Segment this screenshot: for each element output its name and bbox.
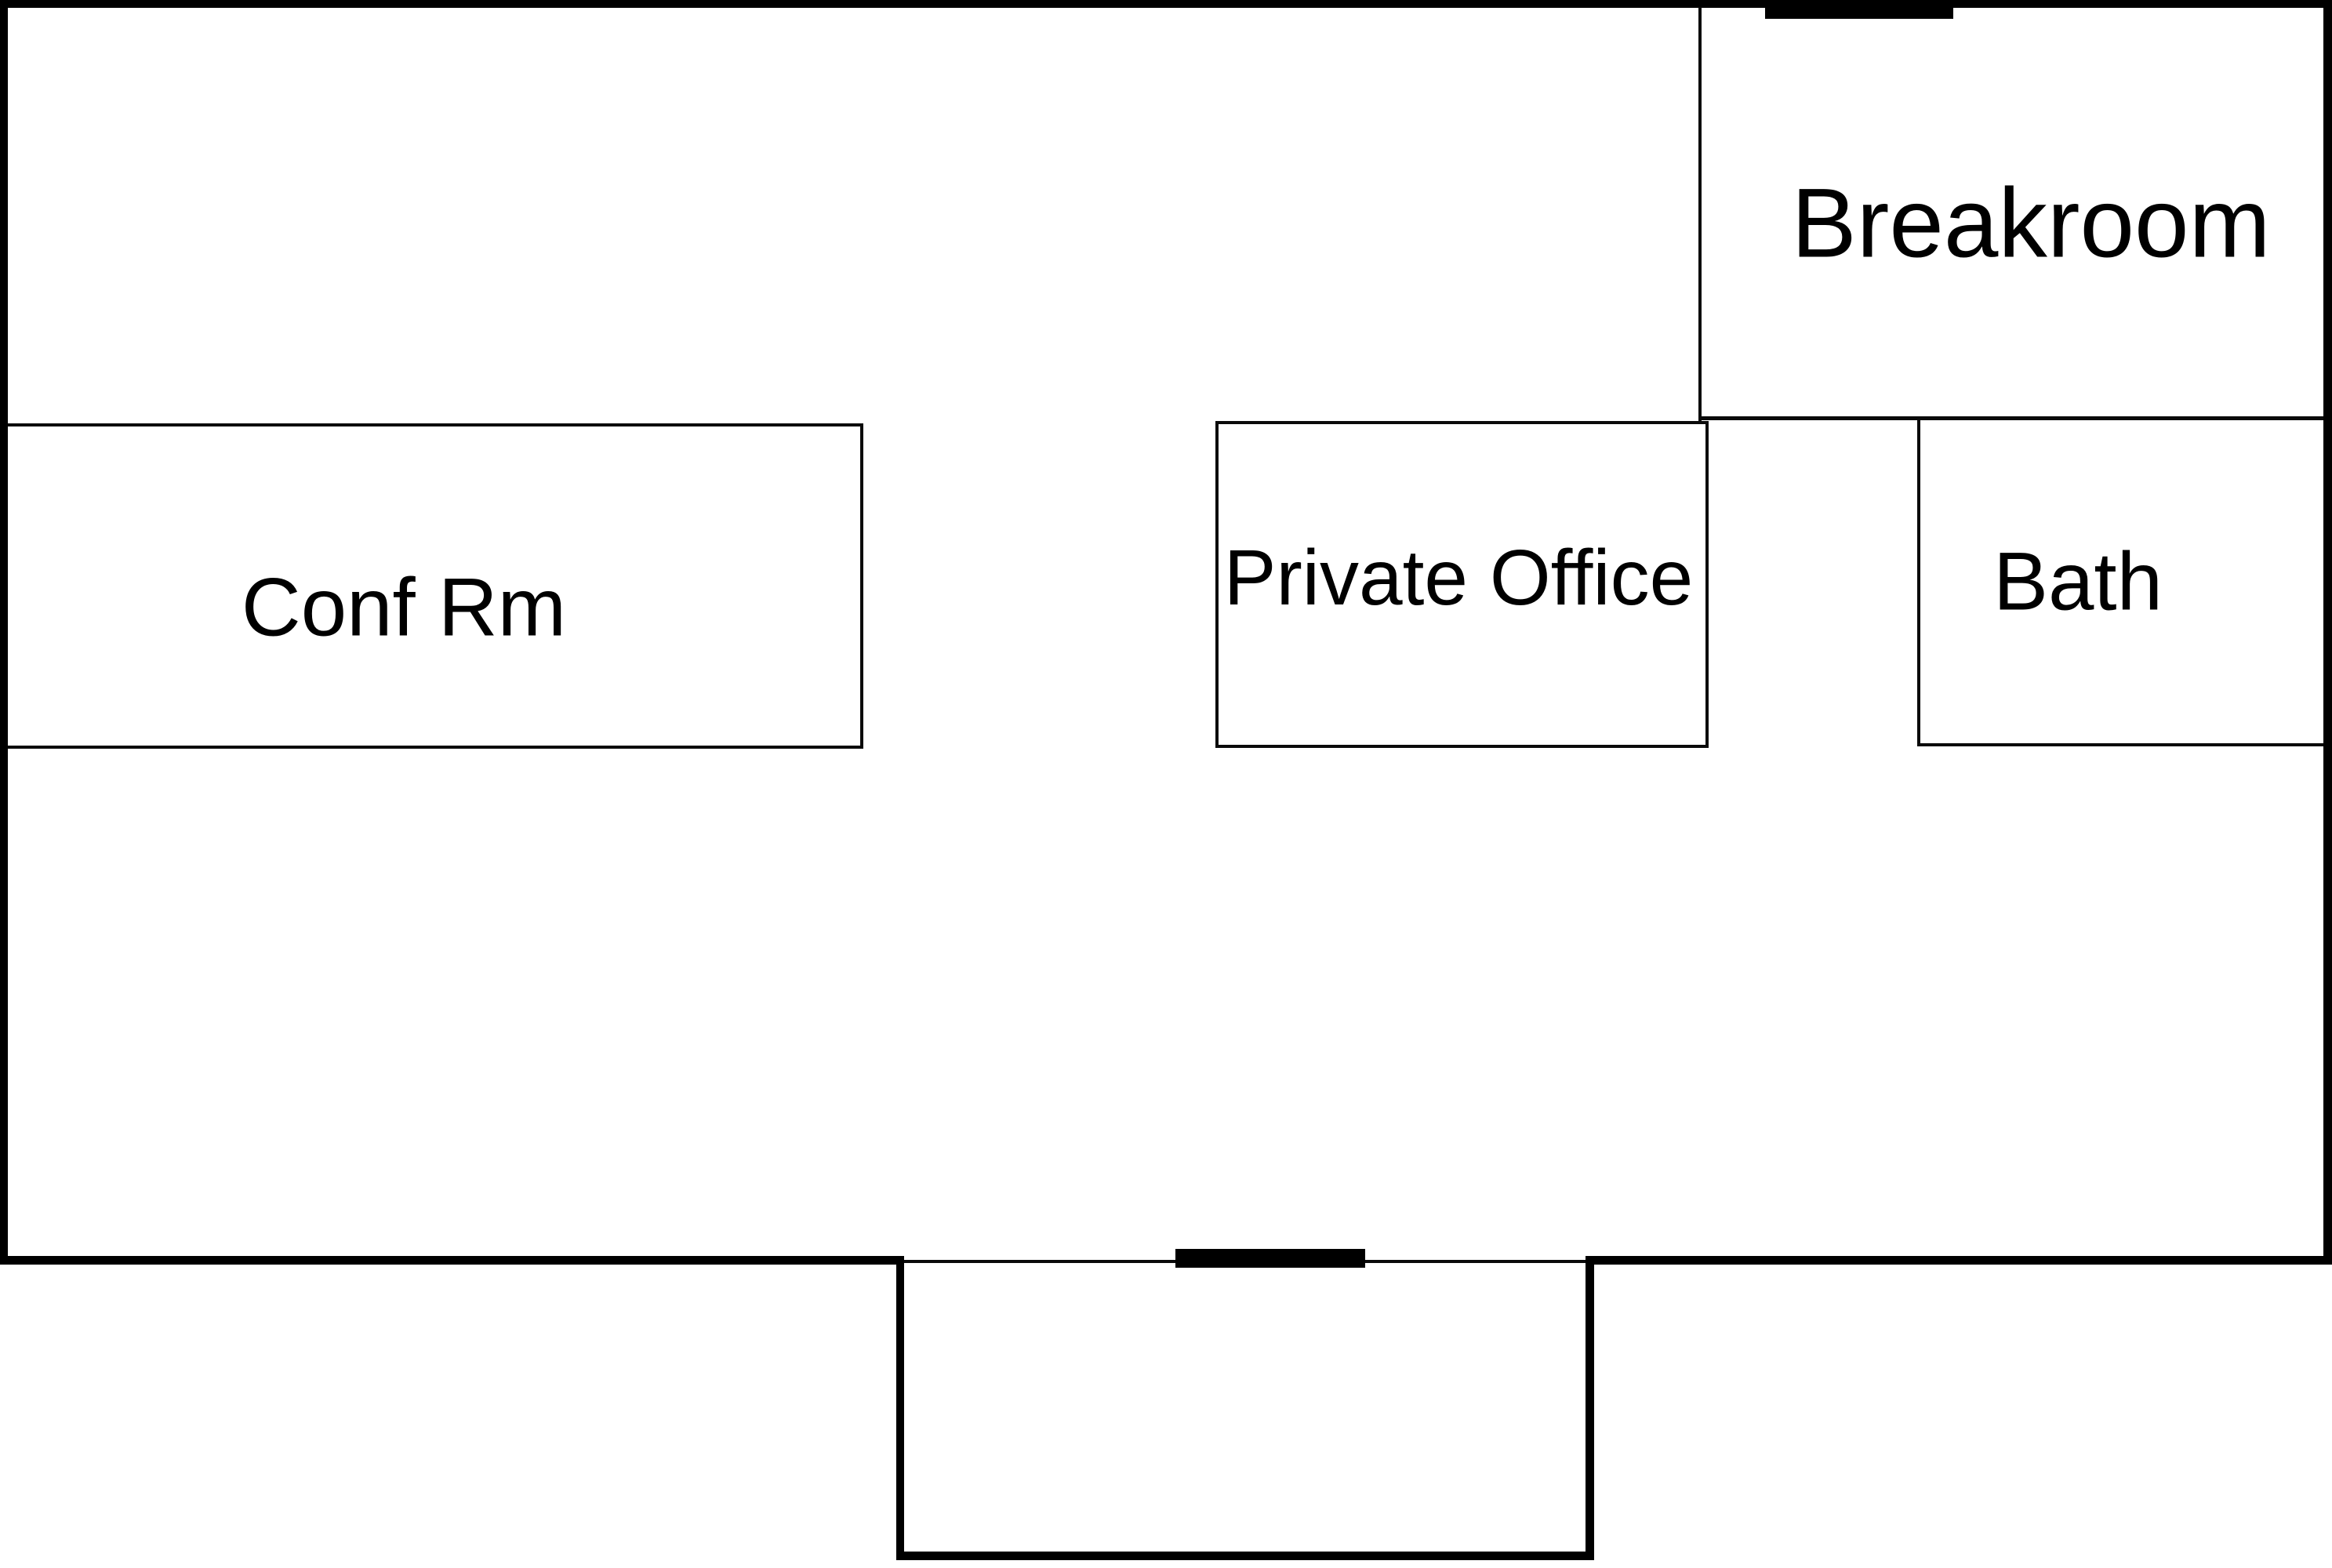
outer-wall-left: [0, 0, 8, 1265]
breakroom-label: Breakroom: [1791, 169, 2271, 278]
vestibule-wall-bottom: [896, 1552, 1594, 1560]
outer-wall-bottom-right-segment: [1588, 1256, 2332, 1265]
conf-rm-label: Conf Rm: [241, 561, 567, 654]
breakroom-wall-bottom: [1698, 416, 2323, 420]
private-office-walls: [1215, 421, 1709, 748]
outer-wall-top: [0, 0, 2332, 8]
confrm-wall-right: [860, 423, 863, 749]
bath-wall-bottom: [1917, 743, 2323, 746]
breakroom-door-marker: [1765, 0, 1953, 19]
confrm-wall-bottom: [8, 746, 863, 749]
outer-wall-bottom-left-segment: [0, 1256, 902, 1265]
confrm-wall-top: [8, 423, 863, 426]
entry-door-marker: [1175, 1249, 1365, 1268]
private-office-label: Private Office: [1223, 534, 1694, 622]
breakroom-wall-left: [1698, 7, 1702, 421]
vestibule-wall-left: [896, 1256, 904, 1560]
vestibule-wall-right: [1586, 1256, 1594, 1560]
outer-wall-right: [2323, 0, 2332, 1265]
bath-label: Bath: [1993, 535, 2163, 628]
bath-wall-left: [1917, 418, 1920, 746]
